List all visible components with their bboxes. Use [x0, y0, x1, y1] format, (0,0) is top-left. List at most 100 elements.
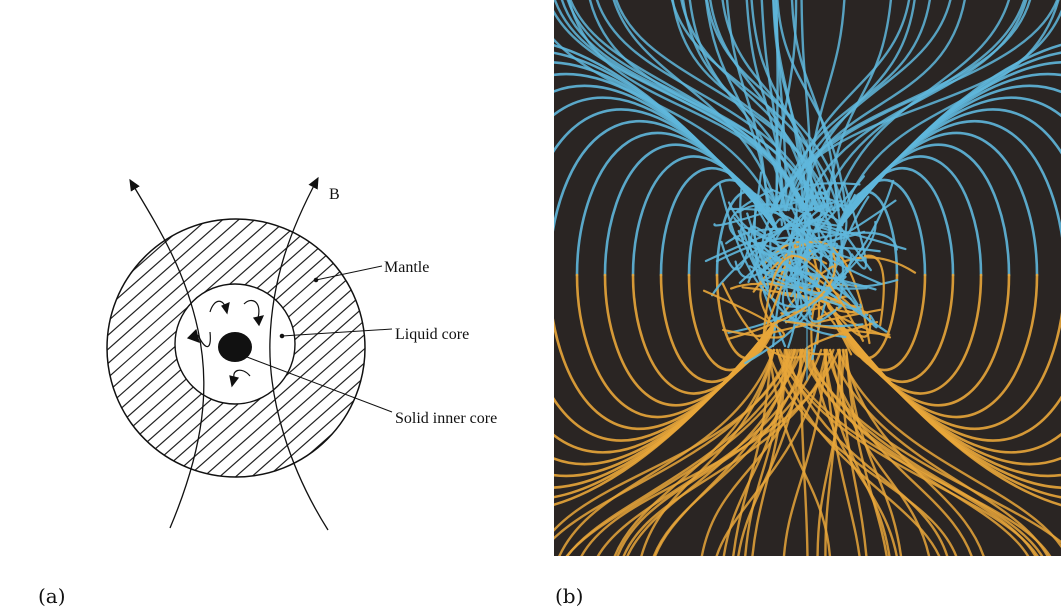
core-tangle-line — [791, 196, 848, 267]
south-open-line — [640, 348, 776, 556]
core-tangle-line — [739, 182, 868, 290]
south-open-line — [558, 348, 775, 556]
field-line-left — [129, 178, 205, 529]
north-loop-line — [835, 72, 1061, 232]
field-line-right — [269, 176, 329, 531]
core-tangle-line — [757, 308, 882, 337]
south-open-line — [554, 348, 795, 532]
south-open-line — [829, 348, 931, 556]
core-tangle-line — [727, 179, 895, 334]
earth-interior-diagram: B Mantle Liquid core Solid inner core — [106, 176, 497, 531]
mantle-outline — [106, 218, 366, 478]
core-tangle-line — [835, 306, 858, 314]
core-tangle-line — [788, 201, 840, 279]
north-open-line — [778, 0, 931, 212]
core-tangle-line — [761, 241, 821, 345]
south-loop-line — [715, 273, 779, 360]
mantle-label: Mantle — [384, 259, 429, 276]
north-open-line — [784, 0, 952, 212]
south-open-line — [775, 348, 941, 556]
north-loop-line — [715, 190, 779, 277]
core-tangle-line — [737, 203, 813, 218]
core-tangle-line — [808, 271, 844, 323]
south-open-line — [824, 348, 841, 556]
core-tangle-line — [704, 218, 832, 279]
south-open-line — [596, 348, 816, 556]
geodynamo-field-visualization — [554, 0, 1061, 556]
south-open-line — [845, 348, 903, 556]
north-open-line — [843, 0, 1060, 212]
north-open-line — [705, 0, 845, 212]
south-open-line — [700, 348, 811, 556]
core-tangle-line — [762, 254, 865, 342]
south-open-line — [737, 348, 804, 556]
core-tangle-line — [785, 210, 847, 309]
subfigure-label-b: (b) — [555, 584, 584, 608]
core-tangle-line — [769, 188, 844, 227]
south-open-line — [782, 348, 828, 556]
south-open-line — [766, 348, 958, 556]
field-lines-render — [554, 0, 1061, 556]
south-open-line — [784, 348, 949, 556]
core-tangle-line — [751, 238, 888, 333]
south-open-line — [580, 348, 841, 556]
core-tangle-line — [764, 268, 877, 291]
core-tangle-line — [733, 236, 825, 295]
core-tangle-line — [804, 320, 879, 356]
south-open-line — [823, 348, 861, 556]
solid-inner-core-label: Solid inner core — [395, 410, 497, 427]
north-open-line — [818, 0, 1026, 212]
liquid-core-label: Liquid core — [395, 326, 469, 343]
north-open-line — [802, 0, 1028, 212]
label-leader-lines — [246, 265, 393, 413]
south-open-line — [613, 348, 776, 556]
north-open-line — [825, 0, 892, 212]
south-loop-line — [835, 318, 1061, 478]
north-open-line — [774, 0, 798, 212]
north-loop-line — [554, 119, 779, 232]
core-tangle-line — [794, 237, 865, 262]
core-tangle-line — [752, 240, 871, 345]
core-tangle-line — [793, 190, 849, 273]
core-tangle-line — [721, 282, 805, 359]
south-loop-line — [835, 318, 1061, 507]
south-open-line — [616, 348, 823, 556]
north-open-line — [721, 0, 831, 212]
south-open-line — [802, 348, 1061, 544]
core-tangle-line — [702, 289, 786, 339]
north-open-line — [688, 0, 787, 212]
south-loop-line — [554, 318, 779, 506]
south-open-line — [841, 348, 985, 556]
field-label-b: B — [329, 186, 340, 203]
north-open-line — [566, 0, 819, 212]
north-loop-line — [835, 119, 1061, 239]
core-tangle-line — [726, 252, 837, 341]
north-loop-line — [835, 43, 1061, 232]
north-open-line — [615, 0, 835, 212]
south-open-line — [778, 348, 1052, 556]
convection-arrows — [186, 299, 265, 388]
core-tangle-line — [864, 254, 885, 327]
north-open-line — [832, 0, 1010, 212]
south-loop-line — [631, 273, 779, 395]
south-open-line — [838, 348, 868, 556]
south-open-line — [836, 348, 1061, 548]
south-loop-line — [554, 318, 779, 431]
core-tangle-line — [720, 171, 763, 271]
south-open-line — [722, 348, 791, 556]
north-open-line — [612, 0, 780, 212]
subfigure-label-a: (a) — [38, 584, 66, 608]
south-loop-line — [835, 311, 1061, 431]
north-open-line — [725, 0, 769, 212]
south-loop-line — [835, 273, 899, 360]
north-open-line — [671, 0, 840, 212]
south-open-line — [768, 348, 832, 556]
core-tangle-line — [784, 320, 891, 336]
core-tangle-line — [842, 181, 868, 270]
north-open-line — [554, 37, 775, 212]
solid-inner-core — [218, 332, 252, 362]
north-open-line — [784, 0, 911, 212]
south-open-line — [810, 348, 898, 556]
core-tangle-line — [795, 199, 882, 285]
core-tangle-line — [804, 212, 812, 307]
